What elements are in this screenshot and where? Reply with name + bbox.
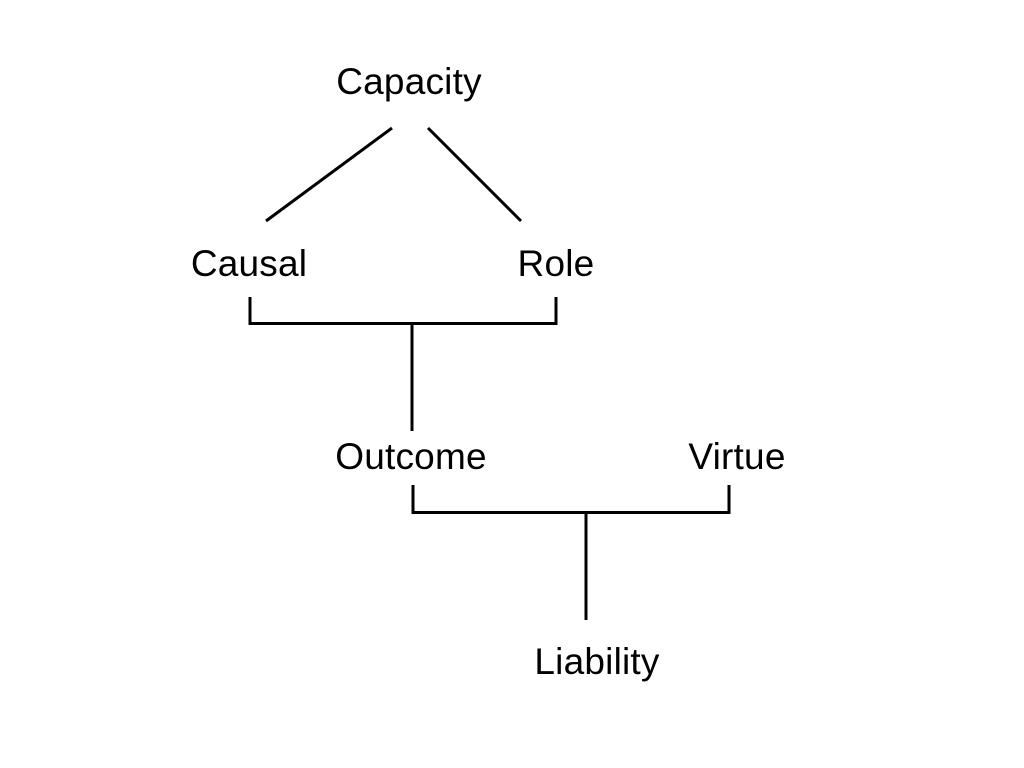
bracket-outcome-virtue — [411, 485, 731, 514]
node-causal: Causal — [190, 243, 308, 284]
edge-capacity-causal — [265, 126, 393, 223]
node-role: Role — [517, 243, 595, 284]
bracket-causal-role — [248, 297, 558, 325]
node-outcome: Outcome — [335, 436, 487, 477]
node-capacity: Capacity — [336, 61, 482, 102]
edge-capacity-role — [426, 126, 523, 223]
node-liability: Liability — [534, 641, 660, 682]
node-virtue: Virtue — [688, 436, 786, 477]
